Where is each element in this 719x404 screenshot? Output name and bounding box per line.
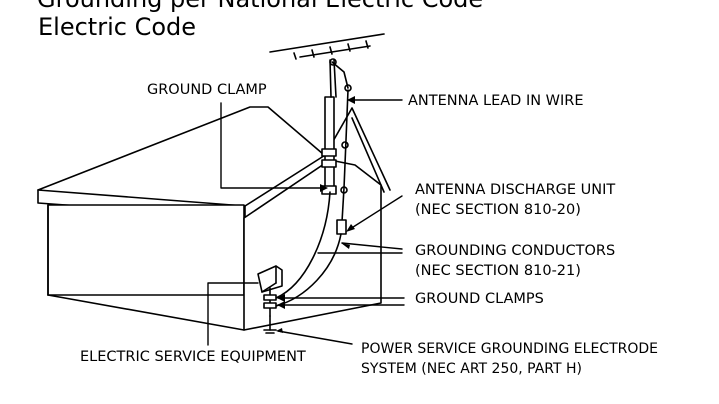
leader-ground-clamp: [220, 102, 321, 189]
label-grounding-conductors-line2: (NEC SECTION 810-21): [415, 263, 581, 279]
antenna: [269, 33, 385, 92]
label-power-service-line2: SYSTEM (NEC ART 250, PART H): [361, 361, 582, 377]
leader-discharge-unit: [349, 195, 403, 230]
label-antenna-lead: ANTENNA LEAD IN WIRE: [408, 93, 584, 109]
section-heading-cut: Grounding per National Electric Code: [37, 0, 483, 13]
leader-electric-service: [207, 282, 259, 346]
grounding-conductor-1: [275, 191, 331, 299]
label-grounding-conductors: GROUNDING CONDUCTORS (NEC SECTION 810-21…: [415, 241, 615, 281]
leader-arrowheads: [276, 96, 355, 333]
label-power-service-line1: POWER SERVICE GROUNDING ELECTRODE: [361, 341, 658, 357]
leader-lines: [207, 99, 405, 346]
discharge-unit: [336, 219, 347, 235]
section-heading: Electric Code: [38, 13, 197, 41]
grounding-conductor-2: [275, 233, 342, 307]
label-discharge-unit: ANTENNA DISCHARGE UNIT (NEC SECTION 810-…: [415, 180, 615, 220]
label-electric-service: ELECTRIC SERVICE EQUIPMENT: [80, 349, 306, 365]
leader-grounding-conductors-b: [341, 242, 403, 250]
house-gable-roof: [327, 107, 391, 193]
label-power-service: POWER SERVICE GROUNDING ELECTRODE SYSTEM…: [361, 339, 658, 379]
label-discharge-unit-line2: (NEC SECTION 810-20): [415, 202, 581, 218]
leader-power-service: [277, 330, 353, 345]
label-discharge-unit-line1: ANTENNA DISCHARGE UNIT: [415, 182, 616, 198]
lead-in-wire: [341, 89, 349, 223]
label-ground-clamps: GROUND CLAMPS: [415, 291, 544, 307]
house-front-wall: [47, 204, 245, 296]
antenna-mast: [324, 59, 337, 193]
service-box: [257, 265, 283, 317]
rod-ground-clamps: [263, 294, 277, 334]
label-ground-clamp: GROUND CLAMP: [147, 82, 267, 98]
label-grounding-conductors-line1: GROUNDING CONDUCTORS: [415, 243, 616, 259]
